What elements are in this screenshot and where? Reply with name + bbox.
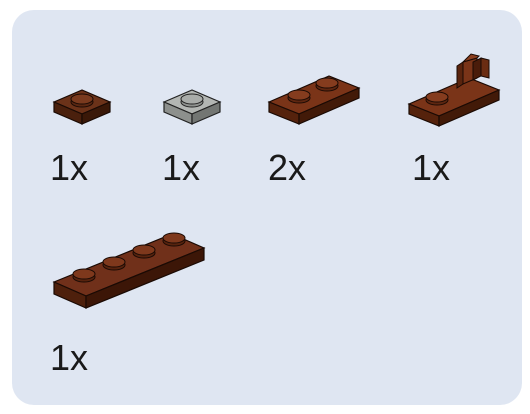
quantity-label-part-1: 1x <box>50 147 89 188</box>
quantity-label-part-5: 1x <box>50 337 89 378</box>
quantity-label-part-3: 2x <box>268 147 307 188</box>
parts-list-panel: 1x 1x 2x 1x 1x <box>12 10 522 405</box>
quantity-label-part-4: 1x <box>412 147 451 188</box>
quantity-label-part-2: 1x <box>162 147 201 188</box>
part-plate-1x1-brown <box>52 80 114 130</box>
part-plate-1x4-brown <box>52 222 212 312</box>
part-plate-1x1-gray <box>162 80 224 130</box>
part-plate-1x2-clip-brown <box>407 48 502 130</box>
part-plate-1x2-brown <box>267 68 362 128</box>
